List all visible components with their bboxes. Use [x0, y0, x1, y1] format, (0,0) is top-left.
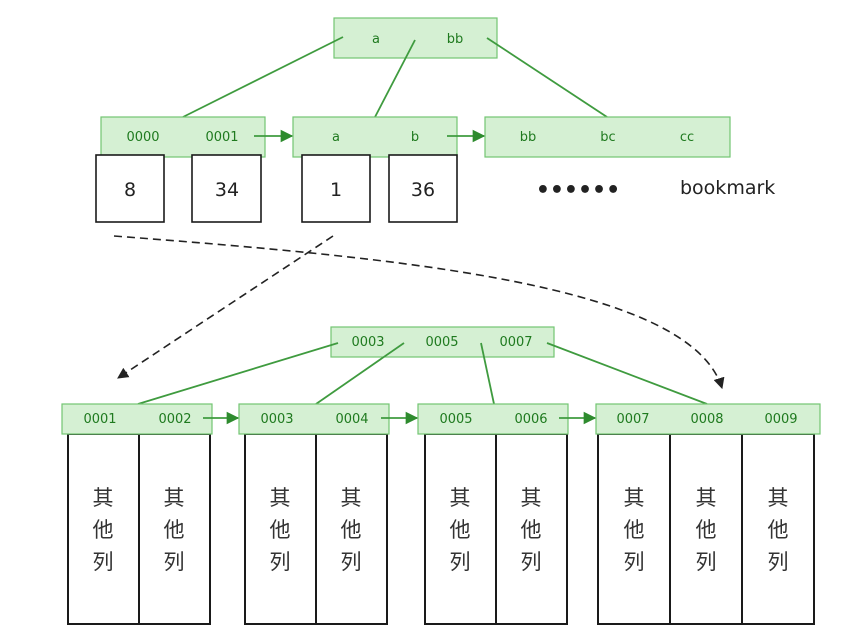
- svg-text:列: 列: [624, 550, 645, 574]
- secondary-leaf-key: bc: [600, 130, 615, 145]
- row-text: 其 他 列: [164, 486, 185, 574]
- row-text: 其 他 列: [624, 486, 645, 574]
- bookmark-label: bookmark: [680, 177, 775, 199]
- svg-text:他: 他: [696, 518, 717, 542]
- svg-text:其: 其: [768, 486, 789, 510]
- root-to-leaf-link: [315, 342, 405, 405]
- clustered-leaf-key: 0002: [158, 412, 191, 427]
- clustered-leaf-key: 0004: [335, 412, 368, 427]
- row-text: 其 他 列: [270, 486, 291, 574]
- svg-text:列: 列: [93, 550, 114, 574]
- row-text: 其 他 列: [696, 486, 717, 574]
- bookmark-value: 36: [411, 179, 435, 201]
- secondary-leaf-key: b: [411, 130, 419, 145]
- clustered-leaf-key: 0006: [514, 412, 547, 427]
- ellipsis: ••••••: [536, 178, 620, 203]
- svg-text:列: 列: [450, 550, 471, 574]
- clustered-root-key: 0005: [425, 335, 458, 350]
- svg-text:其: 其: [624, 486, 645, 510]
- svg-text:其: 其: [164, 486, 185, 510]
- row-text: 其 他 列: [768, 486, 789, 574]
- clustered-root-node: 0003 0005 0007: [330, 326, 555, 358]
- clustered-leaf-node: 0007 0008 0009: [595, 403, 821, 435]
- clustered-leaf-key: 0008: [690, 412, 723, 427]
- svg-text:列: 列: [696, 550, 717, 574]
- bookmark-value: 34: [215, 179, 239, 201]
- svg-text:列: 列: [768, 550, 789, 574]
- row-text: 其 他 列: [521, 486, 542, 574]
- svg-text:列: 列: [521, 550, 542, 574]
- svg-text:列: 列: [341, 550, 362, 574]
- bookmark-box: 8: [95, 154, 165, 223]
- svg-text:他: 他: [768, 518, 789, 542]
- svg-text:他: 他: [164, 518, 185, 542]
- secondary-leaf-key: 0001: [205, 130, 238, 145]
- clustered-leaf-node: 0005 0006: [417, 403, 569, 435]
- clustered-leaf-node: 0003 0004: [238, 403, 390, 435]
- svg-text:其: 其: [521, 486, 542, 510]
- root-to-leaf-link: [182, 36, 344, 118]
- svg-text:他: 他: [624, 518, 645, 542]
- svg-text:列: 列: [164, 550, 185, 574]
- clustered-leaf-key: 0003: [260, 412, 293, 427]
- clustered-root-key: 0007: [499, 335, 532, 350]
- svg-text:他: 他: [341, 518, 362, 542]
- secondary-leaf-key: cc: [680, 130, 694, 145]
- root-to-leaf-link: [374, 39, 416, 118]
- row-data-group: [597, 433, 815, 625]
- svg-text:他: 他: [521, 518, 542, 542]
- bookmark-box: 34: [191, 154, 262, 223]
- secondary-leaf-key: 0000: [126, 130, 159, 145]
- secondary-root-key: bb: [447, 32, 464, 47]
- secondary-leaf-node: 0000 0001: [100, 116, 266, 158]
- root-to-leaf-link: [480, 342, 495, 405]
- svg-text:他: 他: [93, 518, 114, 542]
- bookmark-value: 1: [330, 179, 342, 201]
- row-text: 其 他 列: [341, 486, 362, 574]
- svg-text:其: 其: [270, 486, 291, 510]
- clustered-leaf-key: 0009: [764, 412, 797, 427]
- secondary-leaf-key: a: [332, 130, 340, 145]
- row-data-group: [244, 433, 388, 625]
- svg-text:其: 其: [341, 486, 362, 510]
- row-text: 其 他 列: [93, 486, 114, 574]
- svg-text:其: 其: [696, 486, 717, 510]
- root-to-leaf-link: [137, 342, 339, 405]
- svg-text:他: 他: [270, 518, 291, 542]
- svg-text:其: 其: [450, 486, 471, 510]
- bookmark-box: 36: [388, 154, 458, 223]
- row-data-group: [67, 433, 211, 625]
- root-to-leaf-link: [546, 342, 708, 405]
- clustered-leaf-key: 0007: [616, 412, 649, 427]
- secondary-root-key: a: [372, 32, 380, 47]
- bookmark-lookup-arrow: [117, 235, 334, 379]
- svg-text:列: 列: [270, 550, 291, 574]
- svg-text:他: 他: [450, 518, 471, 542]
- clustered-leaf-node: 0001 0002: [61, 403, 213, 435]
- row-text: 其 他 列: [450, 486, 471, 574]
- clustered-leaf-key: 0005: [439, 412, 472, 427]
- clustered-leaf-key: 0001: [83, 412, 116, 427]
- secondary-leaf-node: a b: [292, 116, 458, 158]
- secondary-leaf-key: bb: [520, 130, 537, 145]
- secondary-root-node: a bb: [333, 17, 498, 59]
- secondary-leaf-node: bb bc cc: [484, 116, 731, 158]
- bookmark-value: 8: [124, 179, 136, 201]
- row-data-group: [424, 433, 568, 625]
- svg-text:其: 其: [93, 486, 114, 510]
- clustered-root-key: 0003: [351, 335, 384, 350]
- bookmark-lookup-arrow: [113, 235, 725, 390]
- root-to-leaf-link: [486, 37, 608, 118]
- bookmark-box: 1: [301, 154, 371, 223]
